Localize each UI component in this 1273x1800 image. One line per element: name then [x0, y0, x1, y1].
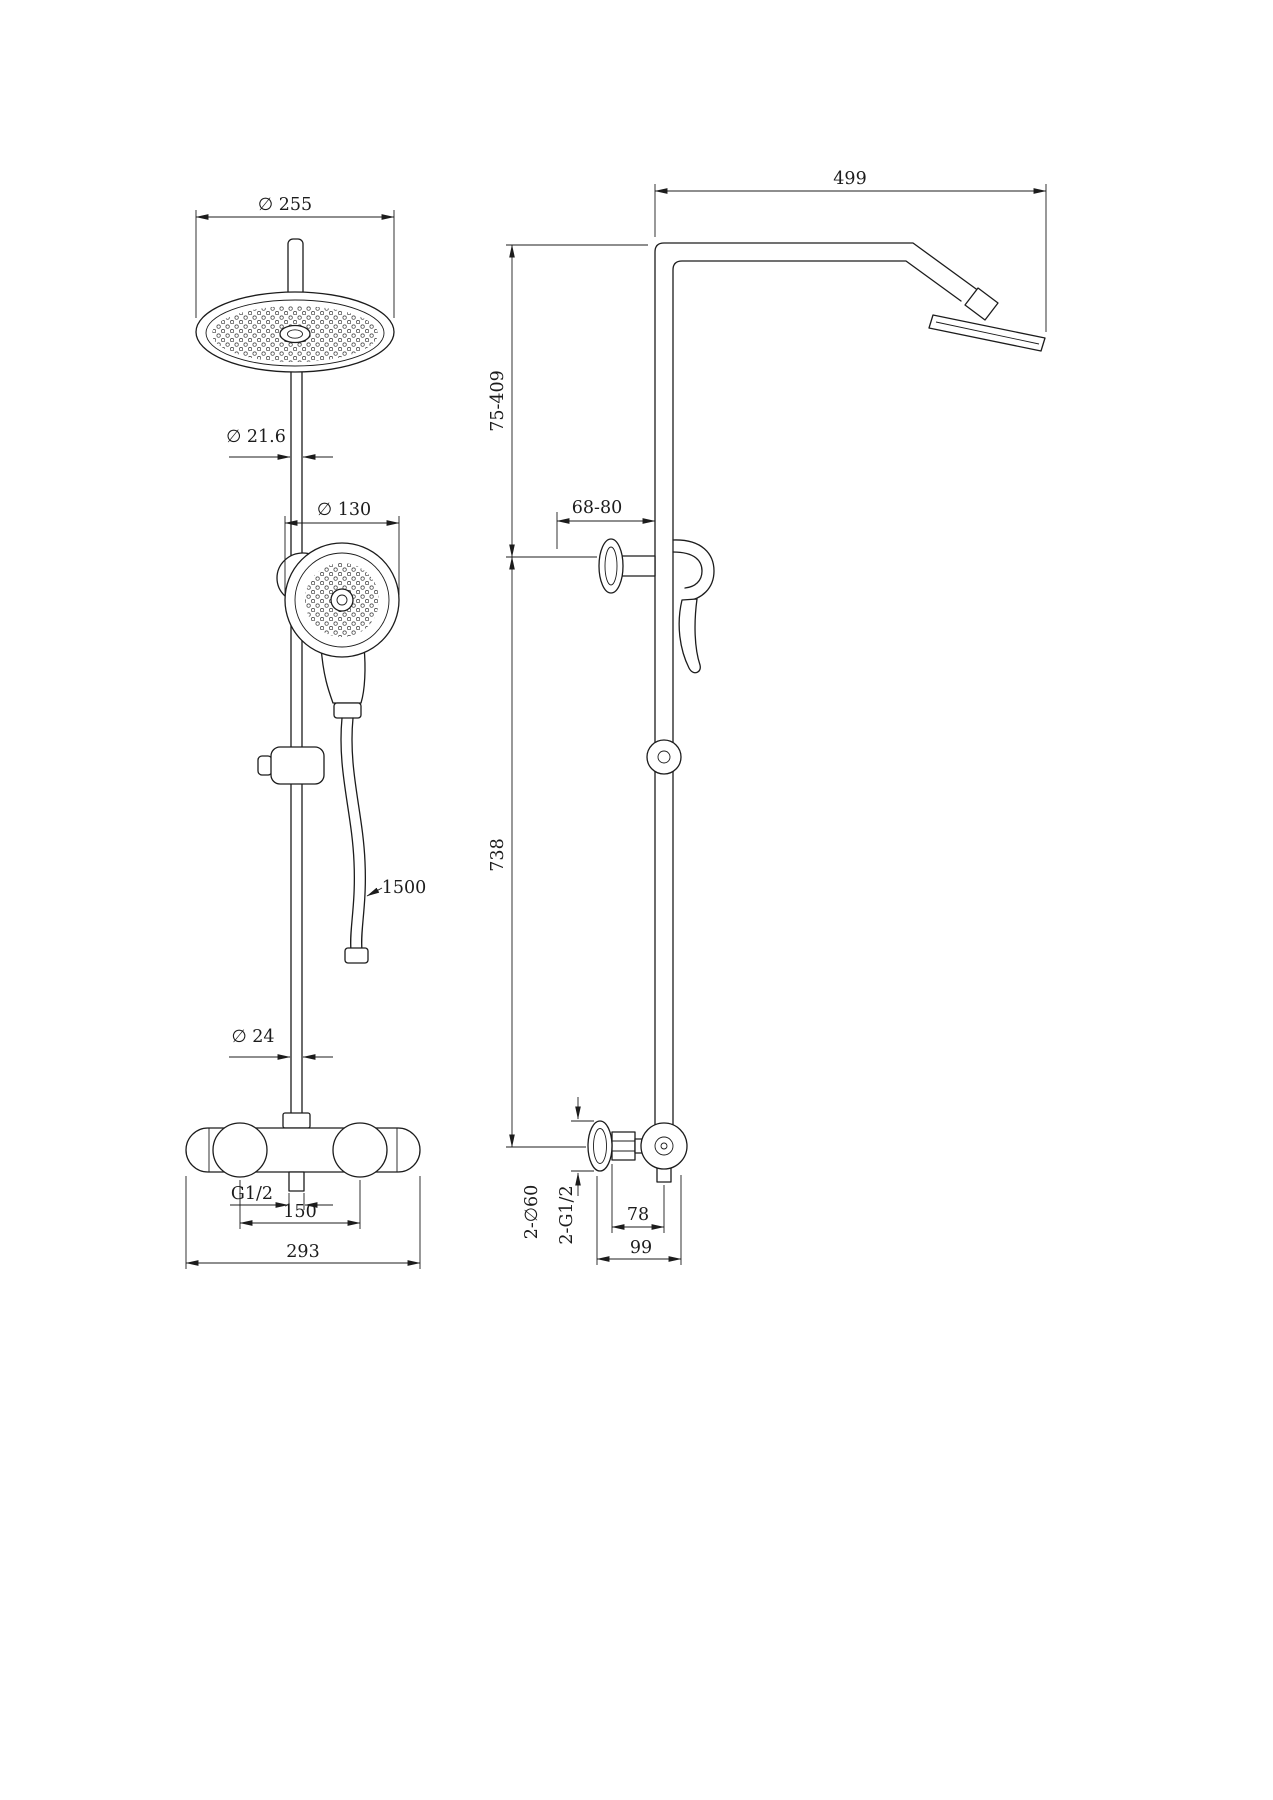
valve-outlet-stub	[288, 1171, 305, 1192]
overhead-shower-side	[928, 287, 1046, 352]
hose-connector	[333, 702, 362, 719]
slider-knob	[646, 739, 682, 775]
dim-overhead-diameter: ∅ 255	[258, 195, 312, 215]
side-view-dimensions: 499 75-409 68-80 738 2-∅60 2-G1/2	[488, 169, 1047, 1265]
dim-bracket-depth-range: 68-80	[572, 498, 622, 518]
valve-inlet-collar	[282, 1112, 311, 1129]
dim-center-depth: 78	[627, 1205, 649, 1225]
dim-inlet-thread: 2-G1/2	[557, 1185, 577, 1244]
mixer-valve	[185, 1112, 421, 1192]
dim-bar-length: 738	[488, 838, 508, 871]
dim-overall-depth: 99	[630, 1238, 652, 1258]
dim-arm-reach: 499	[833, 169, 866, 189]
dim-handshower-diameter: ∅ 130	[317, 500, 371, 520]
dim-hose-length: 1500	[382, 878, 427, 898]
head-swivel-connector	[964, 287, 999, 321]
dim-bar-diameter: ∅ 24	[231, 1027, 274, 1047]
hand-shower-side	[672, 539, 715, 674]
wall-flange	[587, 1120, 613, 1172]
dim-inlet-spacing: 150	[283, 1202, 316, 1222]
shower-hose	[340, 717, 369, 964]
side-view-geometry	[587, 242, 1046, 1183]
valve-body-side	[640, 1122, 688, 1170]
hand-shower	[276, 542, 400, 719]
overhead-shower	[195, 291, 395, 373]
valve-right-union	[332, 1122, 388, 1178]
hand-shower-handle	[320, 645, 366, 704]
valve-left-union	[212, 1122, 268, 1178]
riser-pipe-side	[654, 242, 984, 1149]
dim-outlet-thread: G1/2	[231, 1184, 273, 1204]
dim-flange-diameter: 2-∅60	[522, 1185, 542, 1240]
dim-riser-diameter: ∅ 21.6	[226, 427, 286, 447]
front-view-geometry	[185, 238, 421, 1192]
dim-head-height-range: 75-409	[488, 370, 508, 432]
mixer-valve-side	[587, 1120, 688, 1183]
front-view: ∅ 255 ∅ 21.6 ∅ 130 1500 ∅ 24 G1/2	[185, 195, 427, 1269]
side-view: 499 75-409 68-80 738 2-∅60 2-G1/2	[488, 169, 1047, 1265]
wall-bracket	[598, 538, 656, 594]
dim-valve-width: 293	[286, 1242, 319, 1262]
slider-clamp	[257, 746, 325, 785]
front-view-dimensions: ∅ 255 ∅ 21.6 ∅ 130 1500 ∅ 24 G1/2	[185, 195, 427, 1269]
